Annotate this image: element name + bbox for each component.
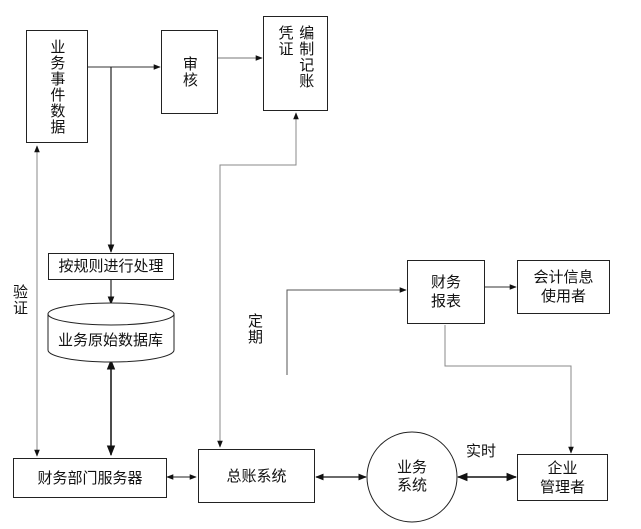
verify-label: 验证 bbox=[11, 284, 29, 316]
enterprise-manager-box: 企业 管理者 bbox=[517, 454, 608, 501]
business-system-label: 业务 系统 bbox=[396, 458, 427, 494]
rule-processing-box: 按规则进行处理 bbox=[48, 253, 174, 280]
general-ledger-box: 总账系统 bbox=[198, 449, 315, 503]
financial-report-box: 财务 报表 bbox=[407, 260, 485, 324]
voucher-label-col1: 凭证 bbox=[276, 25, 295, 57]
rule-processing-label: 按规则进行处理 bbox=[58, 257, 164, 276]
arrow-periodic-to-report bbox=[286, 287, 407, 375]
enterprise-manager-label: 企业 管理者 bbox=[539, 458, 585, 496]
accounting-info-users-label: 会计信息 使用者 bbox=[533, 268, 594, 305]
general-ledger-label: 总账系统 bbox=[226, 466, 287, 485]
voucher-label-col2: 编制记账 bbox=[297, 25, 316, 89]
realtime-label: 实时 bbox=[466, 442, 497, 460]
audit-box: 审核 bbox=[161, 30, 218, 114]
finance-server-box: 财务部门服务器 bbox=[13, 458, 167, 498]
business-raw-db-label: 业务原始数据库 bbox=[58, 331, 164, 349]
arrow-ledger-to-voucher bbox=[217, 112, 299, 448]
arrow-report-to-manager bbox=[444, 325, 574, 454]
voucher-box: 凭证 编制记账 bbox=[263, 16, 328, 111]
business-system-circle bbox=[366, 431, 458, 523]
accounting-info-users-box: 会计信息 使用者 bbox=[517, 260, 610, 314]
database-cylinder bbox=[47, 302, 175, 363]
business-event-data-label: 业务事件数据 bbox=[48, 38, 67, 135]
audit-label: 审核 bbox=[180, 56, 199, 88]
business-event-data-box: 业务事件数据 bbox=[26, 30, 88, 143]
periodic-label: 定期 bbox=[246, 313, 264, 345]
finance-server-label: 财务部门服务器 bbox=[37, 468, 143, 487]
financial-report-label: 财务 报表 bbox=[430, 273, 461, 310]
